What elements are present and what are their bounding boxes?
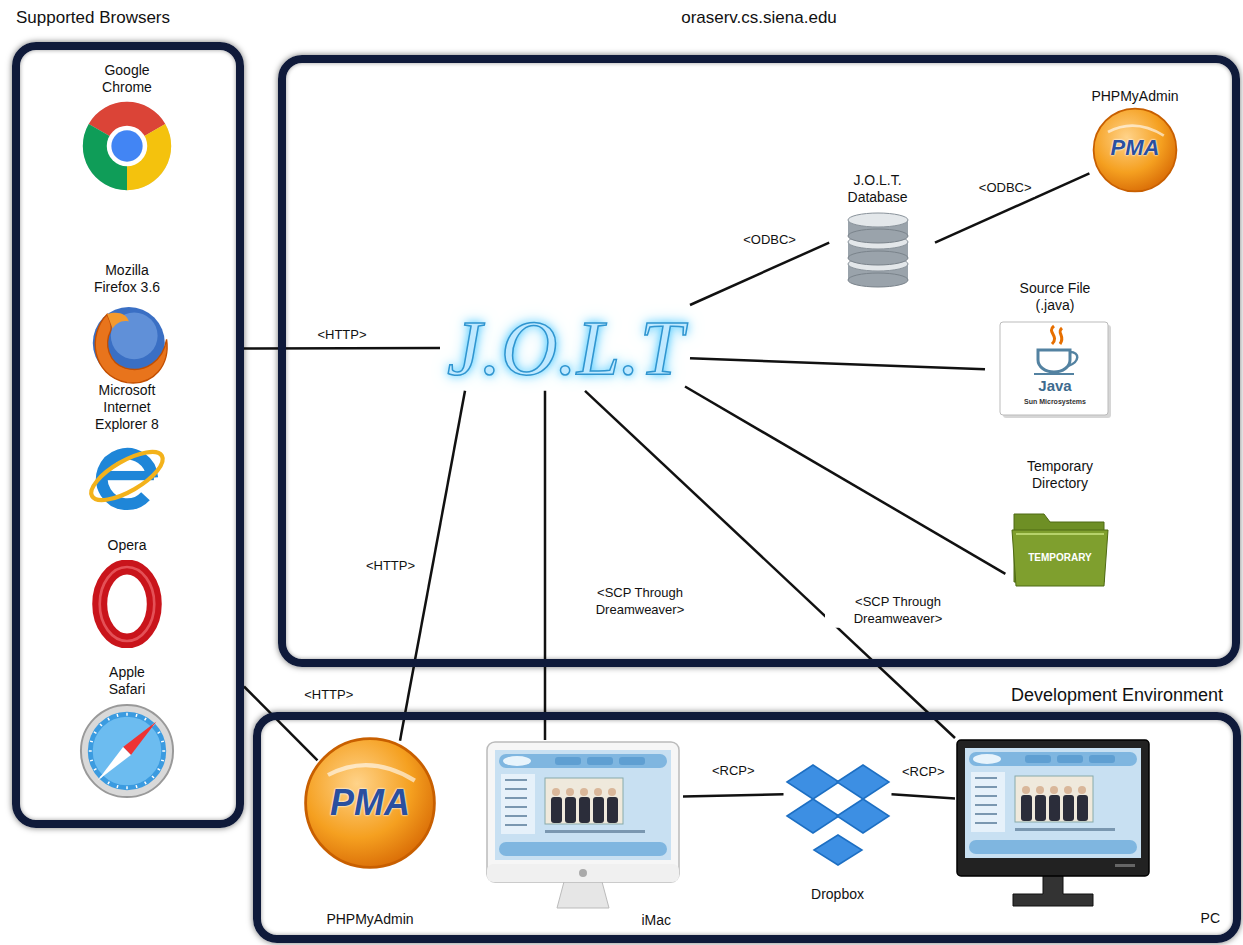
browser-label: Mozilla Firefox 3.6 xyxy=(82,262,172,296)
edge-label: <RCP> xyxy=(709,762,758,780)
dropbox-node: Dropbox xyxy=(780,752,895,903)
edge-label: <SCP Through Dreamweaver> xyxy=(567,584,713,619)
dev-panel: Development EnvironmentPMAPHPMyAdminiMac… xyxy=(253,712,1241,943)
icon-text: TEMPORARY xyxy=(1010,552,1110,564)
node-label: Temporary Directory xyxy=(1015,458,1105,492)
pc-node: PC xyxy=(955,738,1230,927)
connector-line xyxy=(683,794,784,796)
icon-wrap: PMA xyxy=(1090,105,1180,195)
node-label: J.O.L.T xyxy=(447,305,683,391)
connector-line xyxy=(585,391,955,738)
icon-text: PMA xyxy=(1090,135,1180,161)
firefox-icon xyxy=(82,298,172,388)
icon-wrap: PMA xyxy=(300,733,440,873)
icon-wrap xyxy=(83,560,171,648)
panel-heading: oraserv.cs.siena.edu xyxy=(286,8,1232,28)
icon-wrap xyxy=(82,298,172,388)
icon-text: Sun Microsystems xyxy=(998,398,1113,406)
imac-node: iMac xyxy=(483,740,683,929)
pc-icon xyxy=(955,738,1151,910)
connector-line xyxy=(690,243,829,305)
chrome-icon xyxy=(81,100,173,192)
icon-wrap xyxy=(783,752,893,872)
icon-wrap: TEMPORARY xyxy=(1010,500,1110,590)
edge-label: <ODBC> xyxy=(740,231,799,249)
imac-icon xyxy=(485,740,681,912)
browser-label: Opera xyxy=(108,537,147,554)
browser-node: Microsoft Internet Explorer 8 xyxy=(62,382,192,518)
browser-node: Opera xyxy=(62,537,192,648)
browser-panel: Supported BrowsersGoogle ChromeMozilla F… xyxy=(12,42,244,828)
node-label: PHPMyAdmin xyxy=(326,911,413,928)
db-icon xyxy=(843,212,913,290)
icon-wrap xyxy=(485,740,681,912)
icon-wrap xyxy=(81,100,173,192)
connector-line xyxy=(892,794,956,798)
node-label: iMac xyxy=(641,912,671,929)
icon-text: PMA xyxy=(300,781,440,824)
edge-label: <RCP> xyxy=(899,763,948,781)
node-label: Dropbox xyxy=(811,886,864,903)
edge-label: <ODBC> xyxy=(976,179,1035,197)
connector-line xyxy=(685,387,1005,574)
ie-icon xyxy=(85,434,169,518)
edge-label: <HTTP> xyxy=(314,326,369,344)
browser-node: Google Chrome xyxy=(62,62,192,192)
browser-node: Mozilla Firefox 3.6 xyxy=(62,262,192,388)
safari-icon xyxy=(78,702,176,800)
node-label: PC xyxy=(1201,910,1220,927)
temp-dir-node: Temporary DirectoryTEMPORARY xyxy=(995,458,1125,590)
node-label: PHPMyAdmin xyxy=(1091,88,1178,105)
icon-wrap xyxy=(85,434,169,518)
edge-label: <SCP Through Dreamweaver> xyxy=(825,593,971,628)
connector-line xyxy=(690,358,985,369)
node-label: Source File (.java) xyxy=(1008,280,1103,314)
edge-label: <HTTP> xyxy=(301,686,356,704)
browser-node: Apple Safari xyxy=(62,664,192,800)
node-label: J.O.L.T. Database xyxy=(838,172,918,206)
connector-line xyxy=(244,347,440,350)
icon-wrap xyxy=(955,738,1151,910)
opera-icon xyxy=(83,560,171,648)
browser-label: Microsoft Internet Explorer 8 xyxy=(82,382,172,432)
browser-label: Google Chrome xyxy=(92,62,162,96)
source-file-node: Source File (.java) JavaSun Microsystems xyxy=(985,280,1125,420)
database-node: J.O.L.T. Database xyxy=(820,172,935,290)
phpmyadmin-node: PHPMyAdminPMA xyxy=(1075,88,1195,195)
edge-label: <HTTP> xyxy=(363,557,418,575)
folder-icon xyxy=(1010,500,1110,590)
icon-wrap: JavaSun Microsystems xyxy=(998,320,1113,420)
browser-label: Apple Safari xyxy=(97,664,157,698)
panel-heading: Supported Browsers xyxy=(16,8,170,28)
server-panel: oraserv.cs.siena.eduJ.O.L.TJ.O.L.T. Data… xyxy=(278,55,1240,667)
panel-heading: Development Environment xyxy=(1011,685,1223,707)
icon-text: Java xyxy=(998,377,1113,395)
dropbox-icon xyxy=(783,752,893,872)
connector-line xyxy=(544,391,547,740)
icon-wrap xyxy=(843,212,913,290)
phpmyadmin-node: PMA PHPMyAdmin xyxy=(295,733,445,928)
connector-line xyxy=(935,173,1089,242)
icon-wrap xyxy=(78,702,176,800)
jolt-app: J.O.L.T xyxy=(440,305,690,391)
